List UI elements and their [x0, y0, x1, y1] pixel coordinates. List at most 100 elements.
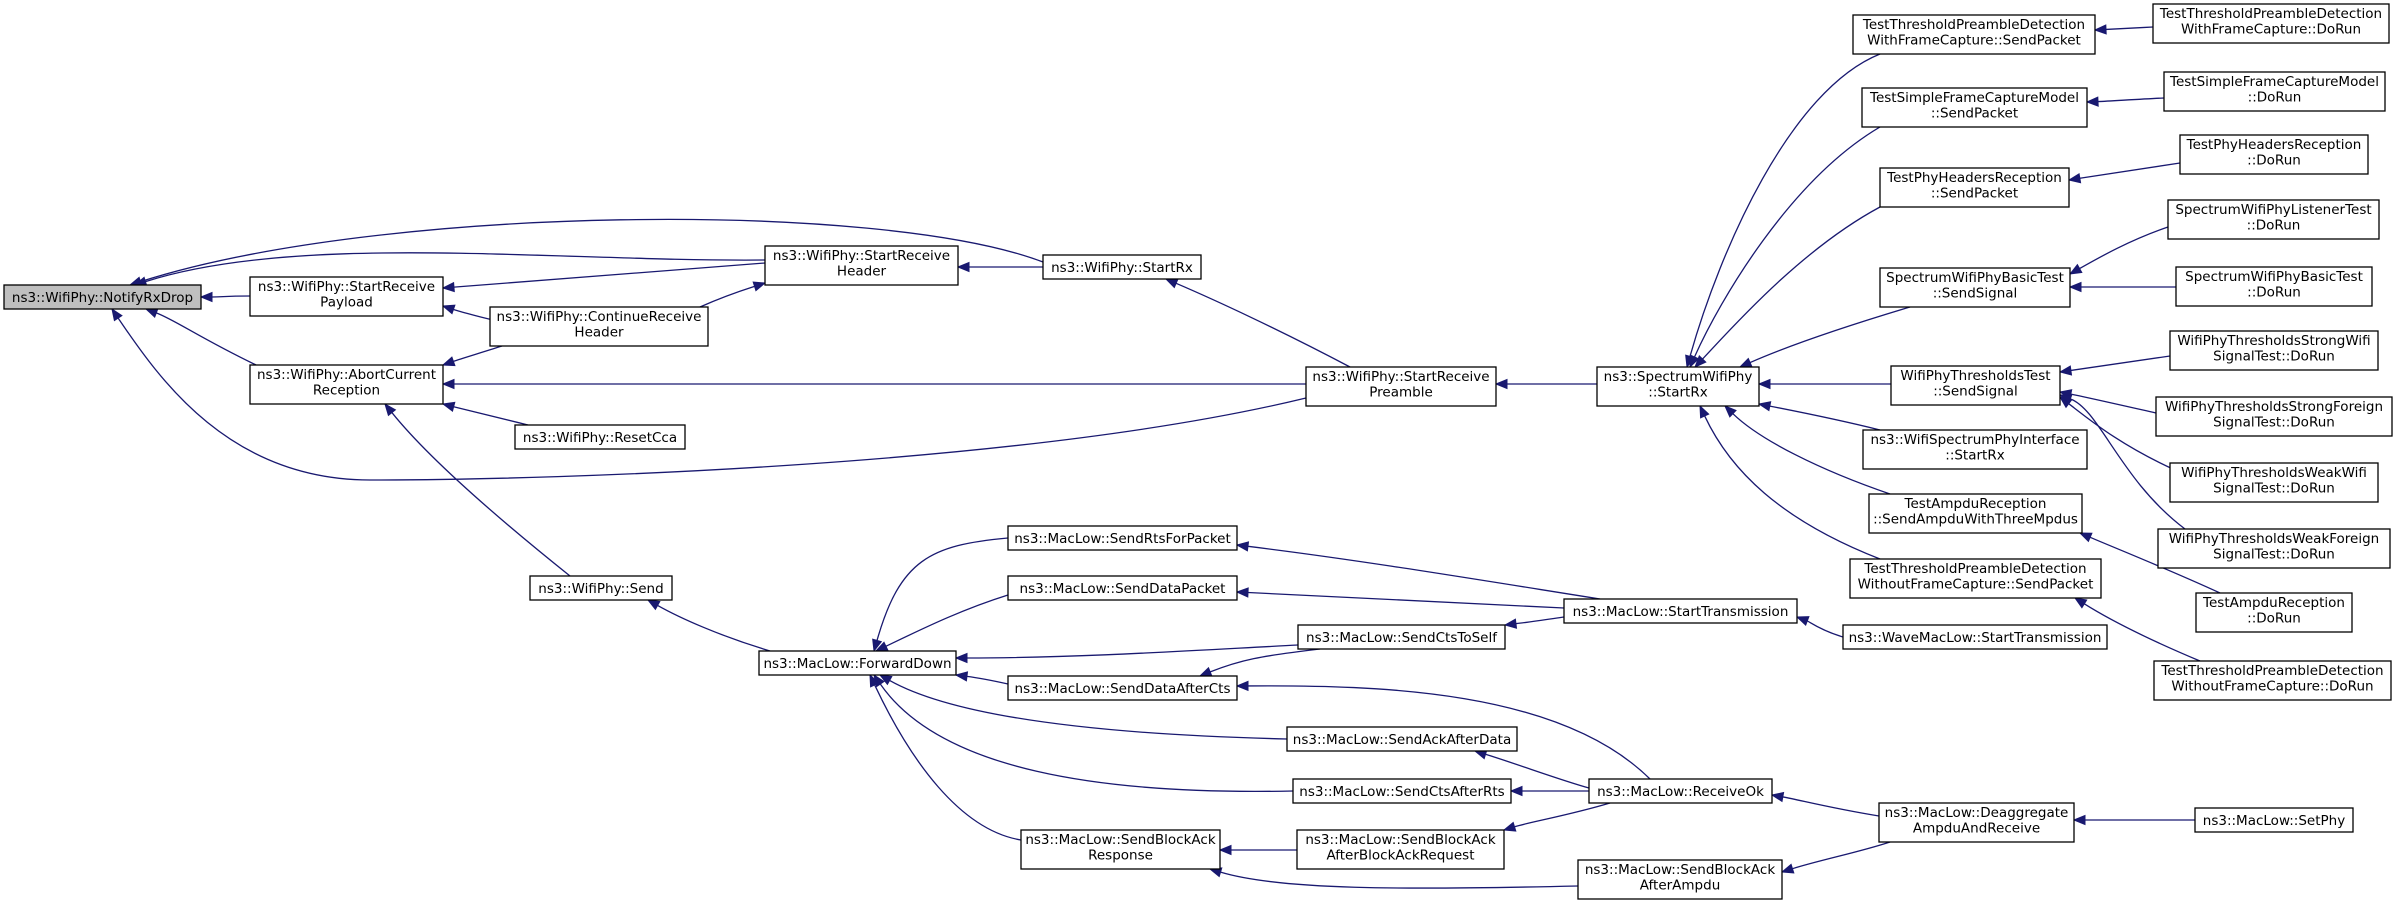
- node-wptStrongWifi[interactable]: WifiPhyThresholdsStrongWifiSignalTest::D…: [2169, 330, 2379, 371]
- node-box: [529, 575, 673, 601]
- node-tphrRun[interactable]: TestPhyHeadersReception::DoRun: [2179, 134, 2369, 175]
- edge-startRecvHeader-to-notify: [133, 252, 766, 287]
- node-tarSend[interactable]: TestAmpduReception::SendAmpduWithThreeMp…: [1868, 493, 2083, 534]
- edge-line: [2070, 355, 2171, 372]
- node-box: [1890, 365, 2061, 406]
- arrowhead: [1699, 404, 1710, 419]
- edge-startTransmission-to-sendDataPacket: [1235, 587, 1565, 609]
- arrowhead: [2068, 281, 2082, 293]
- edge-wspiStartRx-to-spectrumStartRx: [1757, 401, 1881, 431]
- node-box: [1007, 675, 1238, 701]
- arrowhead: [2058, 394, 2073, 404]
- node-label: Header: [837, 264, 887, 280]
- node-setPhy[interactable]: ns3::MacLow::SetPhy: [2194, 807, 2354, 833]
- node-swpbtSend[interactable]: SpectrumWifiPhyBasicTest::SendSignal: [1879, 267, 2071, 308]
- node-label: SpectrumWifiPhyBasicTest: [1886, 270, 2064, 286]
- edge-line: [2079, 226, 2169, 270]
- arrowhead: [441, 304, 456, 315]
- node-forwardDown[interactable]: ns3::MacLow::ForwardDown: [758, 650, 957, 676]
- node-label: TestPhyHeadersReception: [1886, 170, 2062, 186]
- edge-line: [1792, 841, 1891, 870]
- node-box: [1305, 366, 1497, 407]
- arrowhead: [199, 291, 213, 303]
- node-label: ::StartRx: [1945, 448, 2004, 464]
- node-sendDataPacket[interactable]: ns3::MacLow::SendDataPacket: [1007, 575, 1238, 601]
- node-label: ::DoRun: [2247, 611, 2301, 627]
- edge-startRx-to-startRecvHeader: [956, 261, 1044, 273]
- edge-receiveOk-to-sendCtsAfterRts: [1509, 785, 1590, 797]
- node-box: [3, 284, 202, 310]
- edge-line: [2070, 398, 2186, 530]
- node-swpbtRun[interactable]: SpectrumWifiPhyBasicTest::DoRun: [2175, 266, 2373, 307]
- node-swpltRun[interactable]: SpectrumWifiPhyListenerTest::DoRun: [2167, 199, 2380, 240]
- node-tphrSend[interactable]: TestPhyHeadersReception::SendPacket: [1879, 167, 2070, 208]
- node-tsfcmSend[interactable]: TestSimpleFrameCaptureModel::SendPacket: [1861, 87, 2088, 128]
- arrowhead: [2073, 597, 2088, 609]
- arrowhead: [441, 378, 455, 390]
- edge-tphrSend-to-spectrumStartRx: [1694, 206, 1881, 368]
- edge-ttpdNoFcRun-to-ttpdNoFcSend: [2073, 597, 2201, 662]
- node-ttpdNoFcRun[interactable]: TestThresholdPreambleDetectionWithoutFra…: [2153, 660, 2392, 701]
- node-label: ns3::WifiPhy::StartReceive: [258, 279, 435, 295]
- node-startRx[interactable]: ns3::WifiPhy::StartRx: [1042, 254, 1202, 280]
- node-ttpdFcRun[interactable]: TestThresholdPreambleDetectionWithFrameC…: [2152, 3, 2390, 44]
- node-label: Payload: [320, 295, 373, 311]
- edge-line: [2079, 162, 2181, 179]
- arrowhead: [1502, 821, 1517, 832]
- node-box: [2157, 528, 2391, 569]
- node-wptStrongForeign[interactable]: WifiPhyThresholdsStrongForeignSignalTest…: [2155, 396, 2393, 437]
- node-tsfcmRun[interactable]: TestSimpleFrameCaptureModel::DoRun: [2163, 71, 2386, 112]
- node-box: [1596, 366, 1760, 407]
- node-waveStartTransmission[interactable]: ns3::WaveMacLow::StartTransmission: [1842, 624, 2108, 650]
- edge-line: [453, 406, 529, 426]
- arrowhead: [1218, 844, 1232, 856]
- node-wifiSend[interactable]: ns3::WifiPhy::Send: [529, 575, 673, 601]
- node-spectrumStartRx[interactable]: ns3::SpectrumWifiPhy::StartRx: [1596, 366, 1760, 407]
- node-resetCca[interactable]: ns3::WifiPhy::ResetCca: [514, 424, 686, 450]
- node-label: ns3::WifiPhy::NotifyRxDrop: [12, 290, 193, 306]
- edge-tarRun-to-tarSend: [2078, 532, 2221, 594]
- node-tarRun[interactable]: TestAmpduReception::DoRun: [2195, 592, 2353, 633]
- node-wptWeakWifi[interactable]: WifiPhyThresholdsWeakWifiSignalTest::DoR…: [2169, 462, 2379, 503]
- edge-deaggregate-to-receiveOk: [1770, 791, 1880, 817]
- node-receiveOk[interactable]: ns3::MacLow::ReceiveOk: [1588, 778, 1773, 804]
- node-label: ns3::WifiPhy::StartRx: [1051, 260, 1193, 276]
- node-label: TestThresholdPreambleDetection: [2160, 663, 2383, 679]
- edge-line: [145, 252, 766, 283]
- edge-line: [1689, 53, 1881, 357]
- node-sendRtsForPacket[interactable]: ns3::MacLow::SendRtsForPacket: [1007, 525, 1238, 551]
- node-label: ns3::WifiPhy::StartReceive: [1312, 369, 1489, 385]
- node-box: [1020, 829, 1221, 870]
- node-wptSend[interactable]: WifiPhyThresholdsTest::SendSignal: [1890, 365, 2061, 406]
- node-sendCtsAfterRts[interactable]: ns3::MacLow::SendCtsAfterRts: [1292, 778, 1512, 804]
- node-box: [1879, 267, 2071, 308]
- edge-sendAckAfterData-to-forwardDown: [878, 674, 1288, 740]
- node-sendCtsToSelf[interactable]: ns3::MacLow::SendCtsToSelf: [1297, 624, 1506, 650]
- node-notify[interactable]: ns3::WifiPhy::NotifyRxDrop: [3, 284, 202, 310]
- node-sendDataAfterCts[interactable]: ns3::MacLow::SendDataAfterCts: [1007, 675, 1238, 701]
- edge-line: [140, 218, 1044, 283]
- node-label: TestPhyHeadersReception: [2186, 137, 2362, 153]
- node-sendAckAfterData[interactable]: ns3::MacLow::SendAckAfterData: [1286, 726, 1518, 752]
- node-sendBlockAckAfterBAR[interactable]: ns3::MacLow::SendBlockAckAfterBlockAckRe…: [1296, 829, 1505, 870]
- edge-line: [966, 644, 1299, 659]
- node-wspiStartRx[interactable]: ns3::WifiSpectrumPhyInterface::StartRx: [1862, 429, 2088, 470]
- node-startTransmission[interactable]: ns3::MacLow::StartTransmission: [1563, 598, 1798, 624]
- node-label: TestThresholdPreambleDetection: [1863, 561, 2086, 577]
- node-ttpdNoFcSend[interactable]: TestThresholdPreambleDetectionWithoutFra…: [1849, 558, 2102, 599]
- node-wptWeakForeign[interactable]: WifiPhyThresholdsWeakForeignSignalTest::…: [2157, 528, 2391, 569]
- edge-line: [1247, 685, 1651, 780]
- node-label: ns3::WifiPhy::AbortCurrent: [257, 367, 436, 383]
- node-ttpdFcSend[interactable]: TestThresholdPreambleDetectionWithFrameC…: [1852, 14, 2096, 55]
- node-box: [2167, 199, 2380, 240]
- arrowhead: [1235, 587, 1249, 598]
- arrowhead: [144, 308, 159, 318]
